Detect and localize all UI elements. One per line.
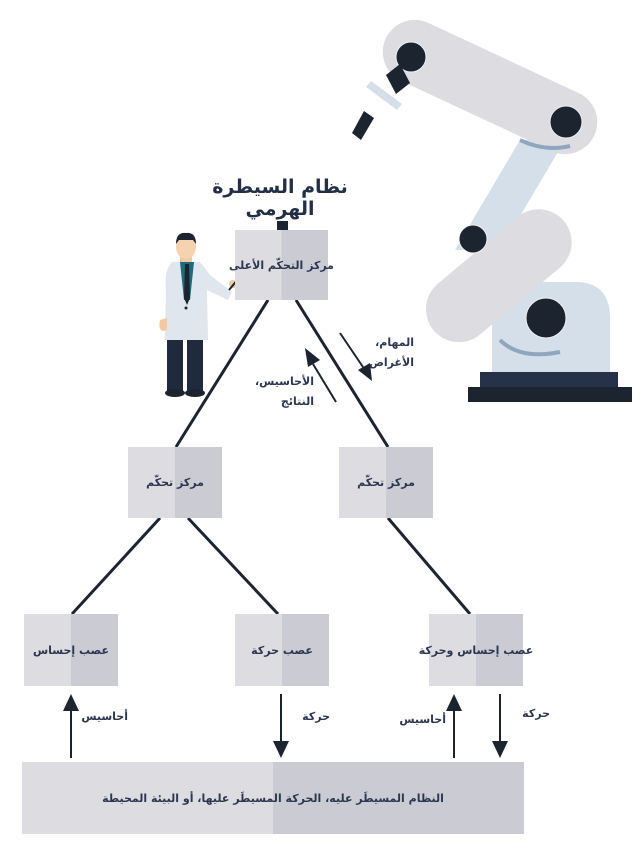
- label-tasks-goals: المهام، الأغراض: [362, 333, 414, 373]
- node-sensory-label: عصب إحساس: [32, 643, 110, 657]
- diagram-title: نظام السيطرة الهرمي: [212, 176, 348, 220]
- connector-top-to-mid-right: [294, 299, 390, 448]
- arrow-up-sensations: [305, 348, 337, 403]
- node-motor-label: عصب حركة: [251, 643, 313, 657]
- connector-top-to-mid-left: [174, 299, 270, 448]
- arrow-up-mixed: [446, 694, 462, 758]
- node-environment-label: النظام المسيطَر عليه، الحركة المسيطَر عل…: [102, 791, 444, 805]
- label-goals: الأغراض: [369, 356, 414, 369]
- arrow-down-tasks: [339, 332, 372, 381]
- robot-arm-icon: [352, 19, 632, 402]
- presenter-icon: [159, 232, 250, 397]
- node-top-label: مركز التحكّم الأعلى: [229, 258, 334, 272]
- node-mixed-nerve: عصب إحساس وحركة: [419, 614, 533, 686]
- label-sensations-results: الأحاسيس، النتائج: [254, 372, 314, 412]
- connector-mid-left-to-motor: [186, 516, 280, 616]
- node-mid-right-label: مركز تحكّم: [357, 476, 415, 489]
- arrow-down-mixed: [492, 694, 508, 758]
- node-sensory-nerve: عصب إحساس: [24, 614, 118, 686]
- label-motor-down: حركة: [302, 710, 330, 723]
- label-sensory-up: أحاسيس: [81, 710, 128, 723]
- arrow-up-sensory: [63, 694, 79, 758]
- node-motor-nerve: عصب حركة: [235, 614, 329, 686]
- connector-mid-left-to-sensory: [70, 516, 162, 616]
- label-mixed-down: حركة: [522, 707, 550, 720]
- label-tasks: المهام،: [375, 336, 414, 349]
- node-mid-left-control-center: مركز تحكّم: [128, 447, 222, 518]
- board-clip: [277, 221, 288, 230]
- label-results: النتائج: [280, 395, 314, 408]
- node-mid-left-label: مركز تحكّم: [146, 476, 204, 489]
- label-sensations: الأحاسيس،: [254, 375, 314, 388]
- node-top-control-center: مركز التحكّم الأعلى: [229, 230, 334, 300]
- node-mid-right-control-center: مركز تحكّم: [339, 447, 433, 518]
- label-mixed-up: أحاسيس: [399, 713, 446, 726]
- connector-mid-right-to-mixed: [386, 517, 472, 615]
- node-environment: النظام المسيطَر عليه، الحركة المسيطَر عل…: [22, 762, 524, 834]
- arrow-down-motor: [273, 694, 289, 758]
- node-mixed-label: عصب إحساس وحركة: [418, 643, 534, 657]
